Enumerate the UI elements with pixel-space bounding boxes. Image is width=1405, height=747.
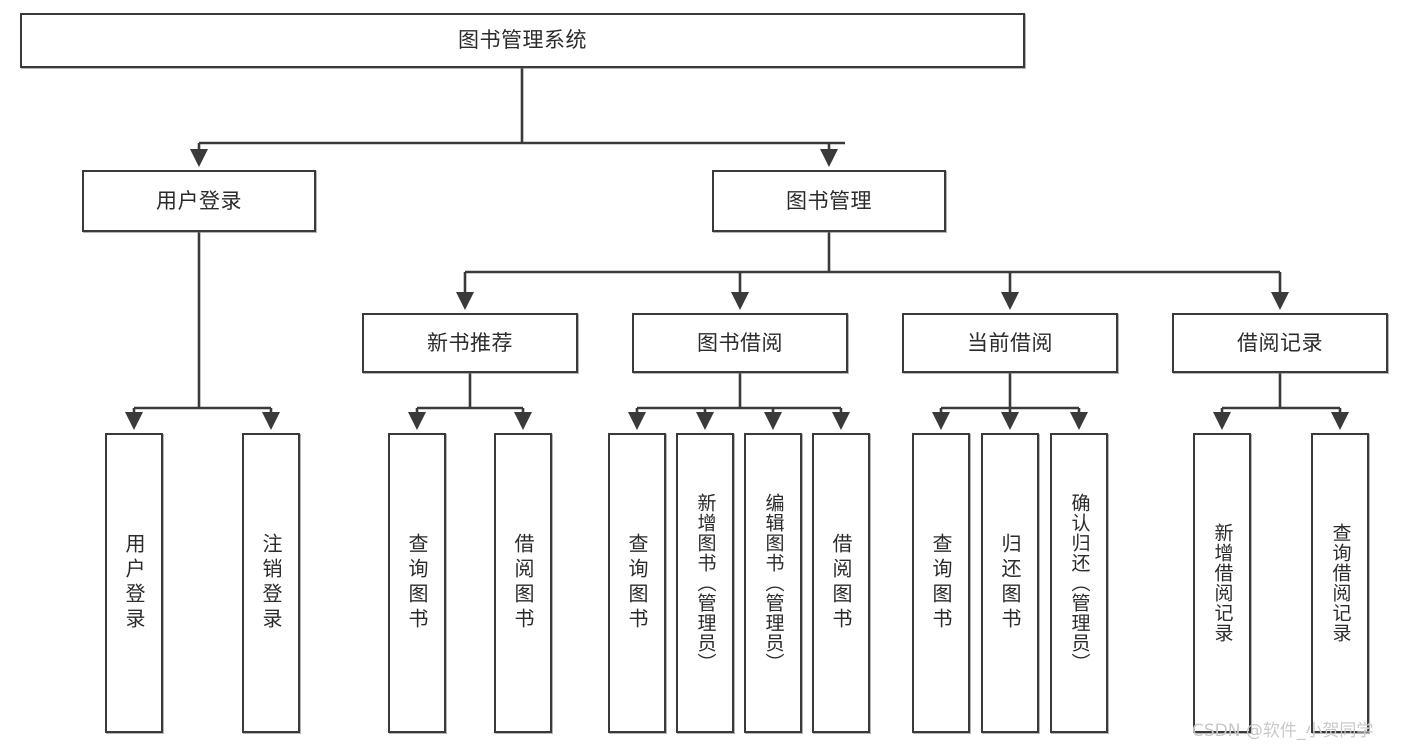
leaf-query-book-3[interactable]: 查询图书 [912, 433, 970, 733]
node-new-book-recommend[interactable]: 新书推荐 [362, 313, 578, 373]
leaf-edit-book-admin[interactable]: 编辑图书（管理员） [744, 433, 802, 733]
leaf-borrow-book-1[interactable]: 借阅图书 [494, 433, 552, 733]
leaf-logout[interactable]: 注销登录 [242, 433, 300, 733]
leaf-user-login[interactable]: 用户登录 [105, 433, 163, 733]
leaf-query-book-1[interactable]: 查询图书 [388, 433, 446, 733]
leaf-query-borrow-record[interactable]: 查询借阅记录 [1311, 433, 1369, 733]
node-book-borrow[interactable]: 图书借阅 [632, 313, 848, 373]
leaf-add-borrow-record-label: 新增借阅记录 [1211, 523, 1234, 643]
node-book-borrow-label: 图书借阅 [697, 330, 783, 355]
leaf-confirm-return-admin[interactable]: 确认归还（管理员） [1050, 433, 1108, 733]
leaf-query-book-2[interactable]: 查询图书 [608, 433, 666, 733]
leaf-query-book-3-label: 查询图书 [929, 533, 953, 633]
node-new-book-recommend-label: 新书推荐 [427, 330, 513, 355]
leaf-add-book-admin[interactable]: 新增图书（管理员） [676, 433, 734, 733]
leaf-logout-label: 注销登录 [259, 533, 283, 633]
leaf-add-book-admin-label: 新增图书（管理员） [694, 493, 717, 673]
leaf-borrow-book-2-label: 借阅图书 [829, 533, 853, 633]
node-current-borrow-label: 当前借阅 [967, 330, 1053, 355]
node-current-borrow[interactable]: 当前借阅 [902, 313, 1118, 373]
leaf-user-login-label: 用户登录 [122, 533, 146, 633]
node-borrow-record[interactable]: 借阅记录 [1172, 313, 1388, 373]
node-book-management-label: 图书管理 [786, 188, 872, 213]
leaf-query-book-2-label: 查询图书 [625, 533, 649, 633]
leaf-query-book-1-label: 查询图书 [405, 533, 429, 633]
leaf-query-borrow-record-label: 查询借阅记录 [1329, 523, 1352, 643]
node-user-login[interactable]: 用户登录 [82, 170, 316, 232]
csdn-watermark: CSDN @软件_小贺同学 [1192, 721, 1374, 741]
leaf-borrow-book-1-label: 借阅图书 [511, 533, 535, 633]
node-root-system[interactable]: 图书管理系统 [20, 13, 1025, 68]
leaf-edit-book-admin-label: 编辑图书（管理员） [762, 493, 785, 673]
leaf-return-book-label: 归还图书 [998, 533, 1022, 633]
leaf-add-borrow-record[interactable]: 新增借阅记录 [1193, 433, 1251, 733]
leaf-confirm-return-admin-label: 确认归还（管理员） [1068, 493, 1091, 673]
leaf-borrow-book-2[interactable]: 借阅图书 [812, 433, 870, 733]
node-borrow-record-label: 借阅记录 [1237, 330, 1323, 355]
node-book-management[interactable]: 图书管理 [712, 170, 946, 232]
node-user-login-label: 用户登录 [156, 188, 242, 213]
leaf-return-book[interactable]: 归还图书 [981, 433, 1039, 733]
node-root-system-label: 图书管理系统 [458, 28, 587, 53]
